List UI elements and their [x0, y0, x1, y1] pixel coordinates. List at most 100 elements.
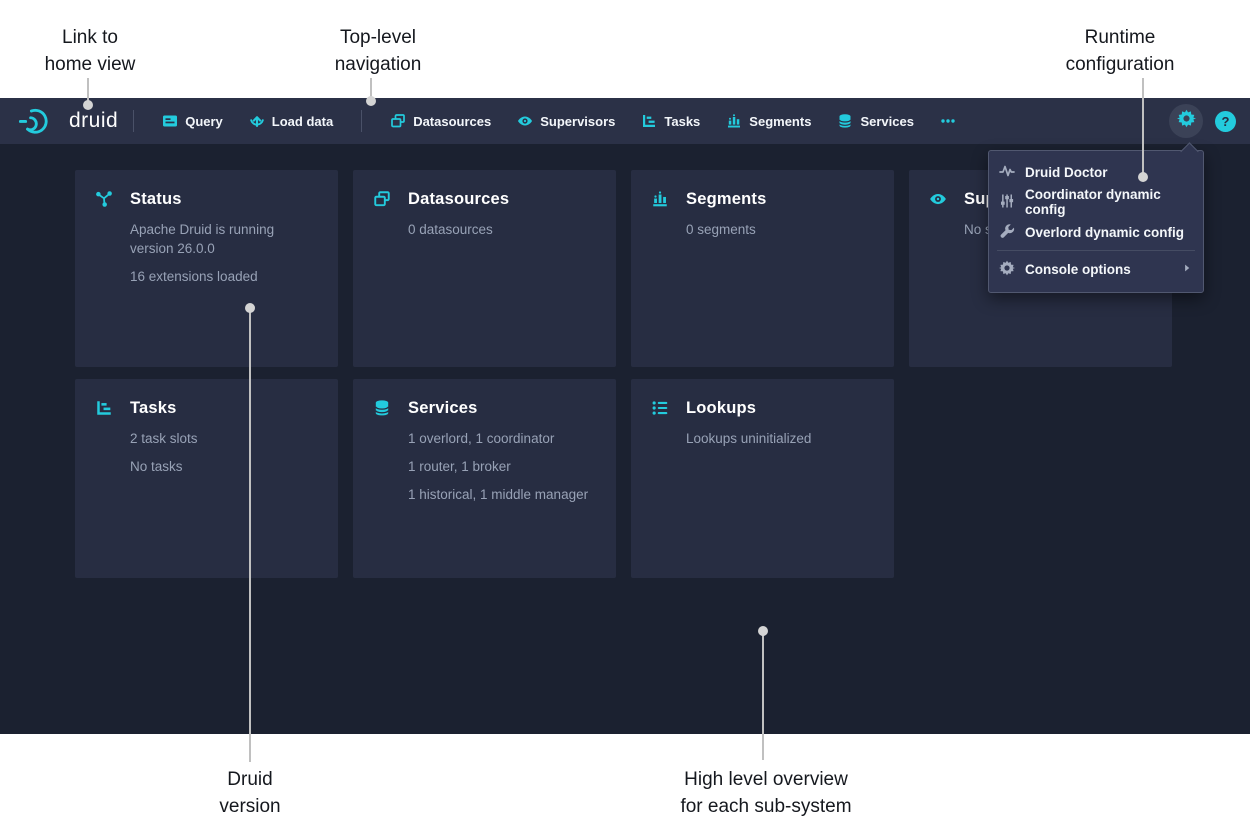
- menu-item-label: Coordinator dynamic config: [1025, 187, 1161, 217]
- card-title: Datasources: [408, 190, 510, 208]
- annotation-line-version: [249, 308, 251, 762]
- menu-item-coordinator-dynamic-config[interactable]: Coordinator dynamic config: [989, 187, 1203, 217]
- nav-item-load-data[interactable]: Load data: [249, 113, 333, 129]
- top-navbar: druid Query Load data: [0, 98, 1250, 144]
- annotation-dot-runtime: [1138, 172, 1148, 182]
- annotation-druid-version: Druid version: [219, 766, 280, 820]
- annotation-line-overview: [762, 631, 764, 760]
- segments-icon: [726, 113, 742, 129]
- druid-logo-home-link[interactable]: druid: [18, 106, 118, 136]
- nav-item-query[interactable]: Query: [162, 113, 223, 129]
- card-title: Segments: [686, 190, 767, 208]
- navbar-divider: [133, 110, 135, 132]
- nav-item-tasks[interactable]: Tasks: [641, 113, 700, 129]
- settings-gear-button[interactable]: [1169, 104, 1203, 138]
- annotation-text: Druid: [227, 769, 273, 790]
- annotation-top-nav: Top-level navigation: [335, 24, 422, 78]
- annotation-text: Link to: [62, 27, 118, 48]
- tasks-card[interactable]: Tasks 2 task slots No tasks: [75, 379, 338, 578]
- eye-icon: [517, 113, 533, 129]
- menu-divider: [997, 250, 1195, 251]
- annotation-text: for each sub-system: [680, 796, 852, 817]
- question-mark-icon: ?: [1221, 113, 1230, 129]
- card-line: 1 overlord, 1 coordinator: [408, 431, 555, 446]
- druid-logo-icon: [18, 106, 60, 136]
- annotation-line-nav: [370, 78, 372, 101]
- nav-item-services[interactable]: Services: [837, 113, 914, 129]
- query-icon: [162, 113, 178, 129]
- annotation-text: High level overview: [684, 769, 848, 790]
- tasks-icon: [95, 399, 113, 417]
- datasources-card[interactable]: Datasources 0 datasources: [353, 170, 616, 367]
- card-line: 1 historical, 1 middle manager: [408, 487, 589, 502]
- annotation-overview: High level overview for each sub-system: [680, 766, 851, 820]
- gear-icon: [1176, 109, 1196, 133]
- navbar-divider: [361, 110, 363, 132]
- pulse-icon: [999, 163, 1015, 182]
- menu-item-label: Overlord dynamic config: [1025, 224, 1185, 240]
- card-line: Apache Druid is running version 26.0.0: [130, 222, 275, 256]
- card-line: 0 segments: [686, 222, 756, 237]
- services-card[interactable]: Services 1 overlord, 1 coordinator 1 rou…: [353, 379, 616, 578]
- card-line: Lookups uninitialized: [686, 431, 812, 446]
- annotation-runtime-config: Runtime configuration: [1066, 24, 1175, 78]
- eye-icon: [929, 190, 947, 208]
- menu-item-druid-doctor[interactable]: Druid Doctor: [989, 157, 1203, 187]
- nav-item-label: Datasources: [413, 113, 492, 129]
- card-line: 2 task slots: [130, 431, 198, 446]
- annotation-dot-nav: [366, 96, 376, 106]
- menu-item-label: Console options: [1025, 261, 1131, 277]
- datasources-icon: [390, 113, 406, 129]
- wrench-icon: [999, 223, 1015, 242]
- nav-item-segments[interactable]: Segments: [726, 113, 811, 129]
- status-card[interactable]: Status Apache Druid is running version 2…: [75, 170, 338, 367]
- annotation-text: home view: [44, 54, 136, 75]
- nav-item-label: Supervisors: [540, 113, 616, 129]
- settings-dropdown-menu: Druid Doctor Coordinator dynamic config …: [988, 150, 1204, 293]
- nav-item-supervisors[interactable]: Supervisors: [517, 113, 615, 129]
- upload-icon: [249, 113, 265, 129]
- card-title: Lookups: [686, 399, 757, 417]
- card-title: Tasks: [130, 399, 177, 417]
- annotation-dot-version: [245, 303, 255, 313]
- nav-item-datasources[interactable]: Datasources: [390, 113, 491, 129]
- annotation-text: navigation: [334, 54, 422, 75]
- nav-item-label: Tasks: [664, 113, 701, 129]
- menu-item-overlord-dynamic-config[interactable]: Overlord dynamic config: [989, 217, 1203, 247]
- segments-card[interactable]: Segments 0 segments: [631, 170, 894, 367]
- nav-more-button[interactable]: [940, 113, 956, 129]
- gear-icon: [999, 260, 1015, 279]
- nav-item-label: Load data: [271, 113, 334, 129]
- annotation-text: version: [219, 796, 281, 817]
- datasources-icon: [373, 190, 391, 208]
- lookups-card[interactable]: Lookups Lookups uninitialized: [631, 379, 894, 578]
- card-line: 16 extensions loaded: [130, 269, 258, 284]
- annotation-text: Top-level: [339, 27, 417, 48]
- nav-item-label: Services: [860, 113, 914, 129]
- nav-item-label: Segments: [749, 113, 812, 129]
- menu-item-console-options[interactable]: Console options: [989, 254, 1203, 284]
- annotation-text: configuration: [1065, 54, 1175, 75]
- annotation-dot-home: [83, 100, 93, 110]
- menu-item-label: Druid Doctor: [1025, 164, 1108, 180]
- card-line: No tasks: [130, 459, 183, 474]
- segments-icon: [651, 190, 669, 208]
- status-graph-icon: [95, 190, 113, 208]
- properties-list-icon: [651, 399, 669, 417]
- more-ellipsis-icon: [940, 113, 956, 129]
- annotation-line-home: [87, 78, 89, 104]
- navbar-right-group: ?: [1169, 104, 1236, 138]
- help-button[interactable]: ?: [1215, 110, 1236, 132]
- card-line: 0 datasources: [408, 222, 493, 237]
- annotation-link-home: Link to home view: [45, 24, 136, 78]
- database-icon: [373, 399, 391, 417]
- card-title: Services: [408, 399, 478, 417]
- annotation-line-runtime: [1142, 78, 1144, 177]
- chevron-right-icon: [1181, 262, 1193, 277]
- nav-item-label: Query: [185, 113, 223, 129]
- annotation-text: Runtime: [1084, 27, 1156, 48]
- logo-wordmark: druid: [69, 109, 119, 132]
- card-line: 1 router, 1 broker: [408, 459, 511, 474]
- card-title: Status: [130, 190, 182, 208]
